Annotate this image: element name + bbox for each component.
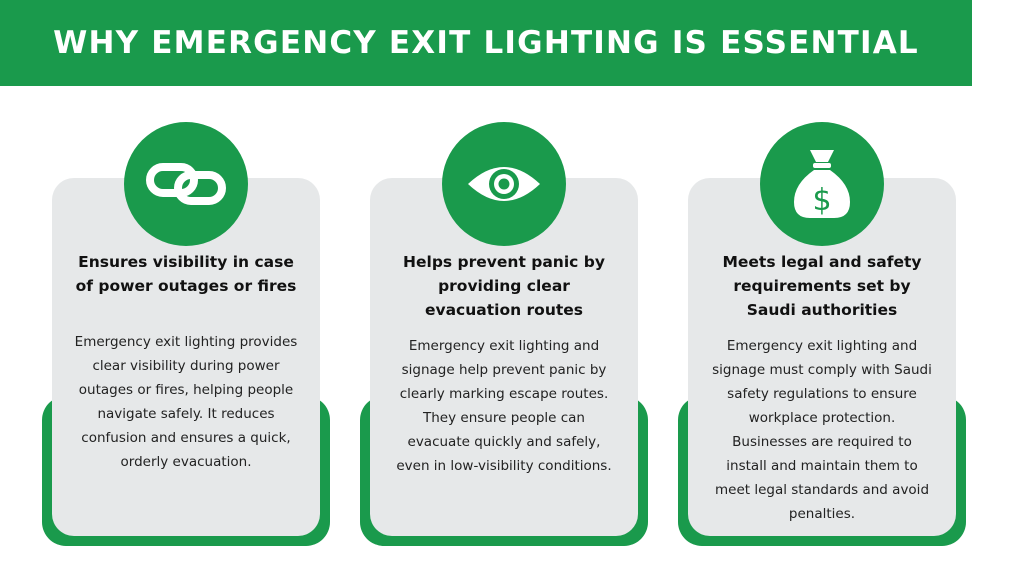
icon-badge: $ [760, 122, 884, 246]
card-panel: Ensures visibility in case of power outa… [52, 122, 320, 536]
info-card-legal: $ Meets legal and safety requirements se… [678, 122, 966, 546]
link-icon [146, 163, 226, 205]
money-bag-icon: $ [794, 150, 850, 218]
card-title: Ensures visibility in case of power outa… [75, 253, 297, 295]
svg-text:$: $ [812, 183, 831, 218]
icon-badge [124, 122, 248, 246]
card-description: Emergency exit lighting and signage help… [396, 338, 612, 474]
card-panel: Helps prevent panic by providing clear e… [370, 122, 638, 536]
eye-icon [468, 167, 540, 201]
card-description: Emergency exit lighting provides clear v… [74, 334, 298, 470]
page-title: WHY EMERGENCY EXIT LIGHTING IS ESSENTIAL [53, 25, 919, 61]
card-title: Helps prevent panic by providing clear e… [403, 253, 605, 319]
card-description: Emergency exit lighting and signage must… [712, 338, 932, 522]
card-panel: $ Meets legal and safety requirements se… [688, 122, 956, 536]
card-title: Meets legal and safety requirements set … [722, 253, 922, 319]
info-card-panic: Helps prevent panic by providing clear e… [360, 122, 648, 546]
title-banner: WHY EMERGENCY EXIT LIGHTING IS ESSENTIAL [0, 0, 972, 86]
icon-badge [442, 122, 566, 246]
info-card-visibility: Ensures visibility in case of power outa… [42, 122, 330, 546]
